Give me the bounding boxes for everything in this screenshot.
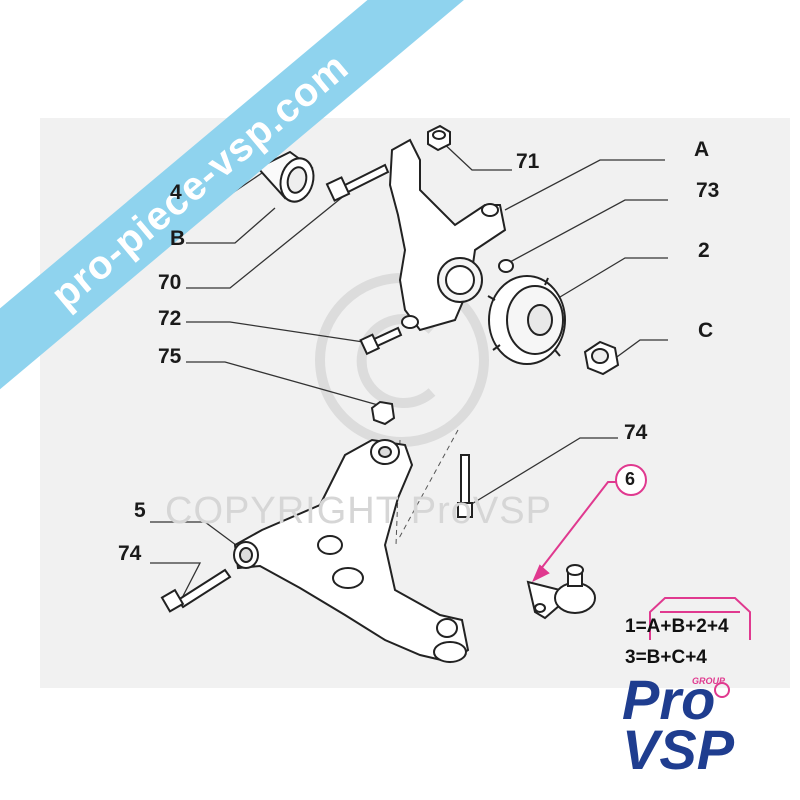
label-74-lower: 74: [118, 542, 142, 565]
label-4: 4: [170, 181, 182, 204]
label-74-upper: 74: [624, 421, 648, 444]
leader-lines: [150, 139, 668, 599]
label-70: 70: [158, 271, 182, 294]
wheel-hub: [487, 275, 566, 365]
label-A: A: [694, 138, 710, 161]
bearing-part: [256, 150, 315, 203]
hub-nut: [583, 340, 620, 376]
label-B: B: [170, 227, 186, 250]
label-73: 73: [696, 179, 720, 202]
label-71: 71: [516, 150, 540, 173]
logo-pro-text: Pro: [622, 668, 716, 731]
nut-75: [370, 400, 396, 426]
label-6: 6: [625, 469, 636, 489]
part-6-arrow: [532, 481, 618, 583]
control-arm: [233, 438, 470, 664]
bolt-70: [325, 163, 390, 202]
label-72: 72: [158, 307, 182, 330]
bolt-74-horizontal: [160, 568, 232, 613]
logo-car-icon: [649, 597, 751, 698]
nut-71: [427, 124, 451, 152]
logo-vsp-text: VSP: [622, 718, 735, 781]
ball-joint: [526, 564, 596, 620]
label-75: 75: [158, 345, 182, 368]
formula-3: 3=B+C+4: [625, 647, 707, 668]
bolt-72: [359, 326, 403, 356]
part-6-circle: [615, 464, 647, 496]
screw-73: [498, 259, 514, 273]
copyright-watermark: COPYRIGHT ProVSP: [165, 490, 552, 532]
label-5: 5: [134, 499, 146, 522]
bolt-74-vertical: [457, 454, 473, 518]
steering-knuckle: [388, 138, 507, 332]
axis-lines: [395, 429, 459, 546]
formula-1: 1=A+B+2+4: [625, 616, 729, 637]
label-2: 2: [698, 239, 710, 262]
label-C: C: [698, 319, 714, 342]
logo-group-text: GROUP: [692, 676, 726, 686]
